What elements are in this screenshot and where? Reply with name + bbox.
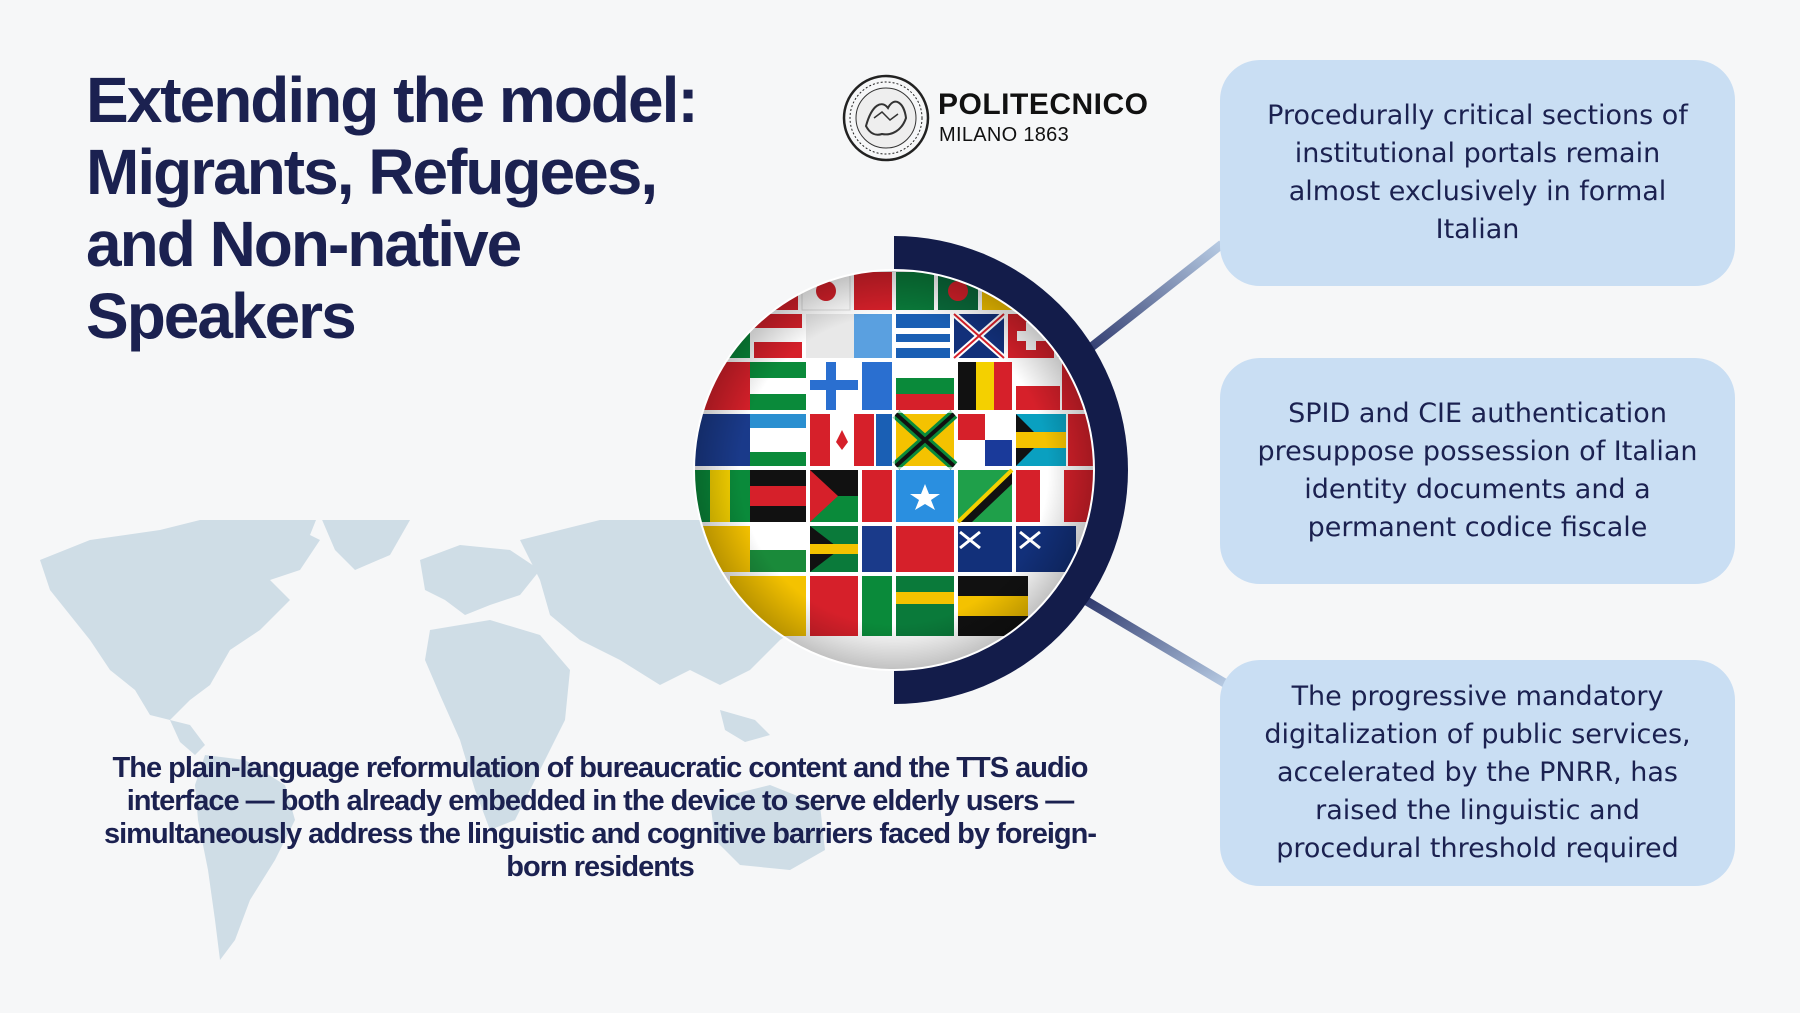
info-box-text: The progressive mandatory digitalization…: [1264, 681, 1691, 864]
flag-globe-illustration: [693, 236, 1128, 704]
info-box-text: Procedurally critical sections of instit…: [1267, 100, 1688, 245]
summary-text: The plain-language reformulation of bure…: [103, 752, 1097, 883]
info-box-authentication: SPID and CIE authentication presuppose p…: [1220, 358, 1735, 584]
info-box-portals: Procedurally critical sections of instit…: [1220, 60, 1735, 286]
logo-name: POLITECNICO: [938, 88, 1149, 121]
info-box-text: SPID and CIE authentication presuppose p…: [1257, 398, 1698, 543]
university-seal-icon: [842, 74, 930, 162]
politecnico-logo: POLITECNICO MILANO 1863: [842, 74, 1148, 164]
logo-subtitle: MILANO 1863: [939, 124, 1070, 146]
info-box-digitalization: The progressive mandatory digitalization…: [1220, 660, 1735, 886]
slide-title: Extending the model: Migrants, Refugees,…: [86, 64, 699, 352]
